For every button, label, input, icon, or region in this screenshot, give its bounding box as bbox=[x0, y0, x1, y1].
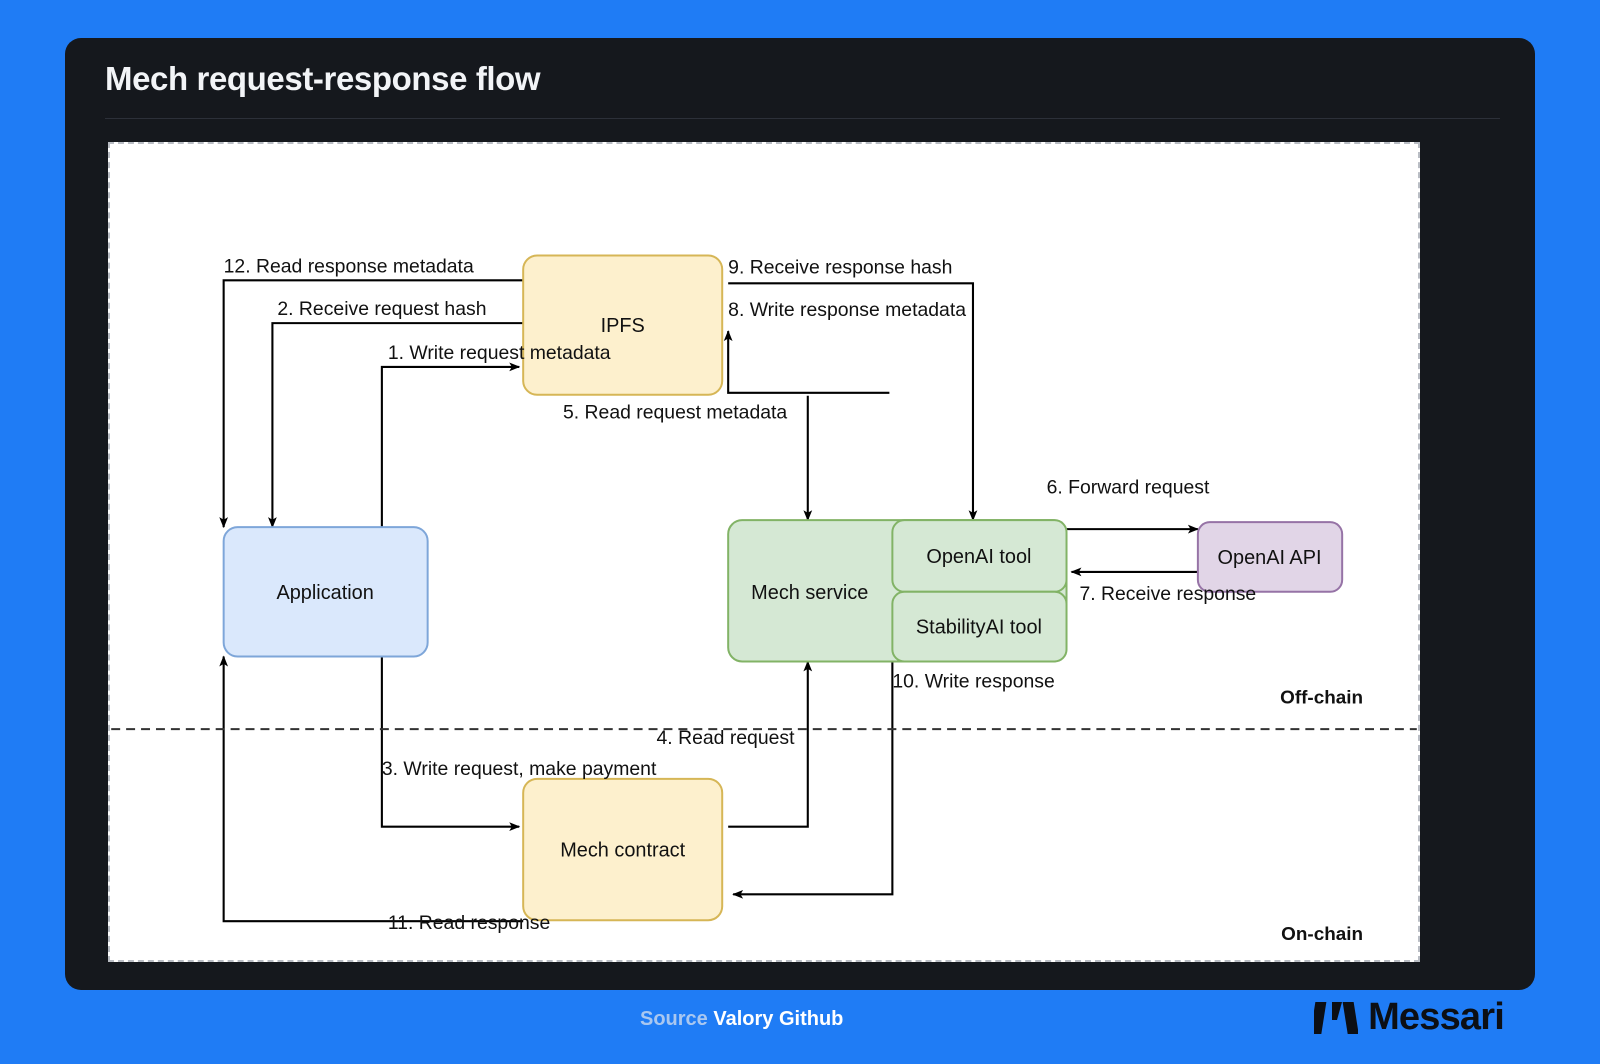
diagram-canvas: IPFS Application Mech service OpenAI too… bbox=[108, 142, 1420, 962]
edge-label-10: 10. Write response bbox=[892, 670, 1054, 692]
node-openai-tool[interactable]: OpenAI tool bbox=[891, 519, 1068, 593]
edge-label-2: 2. Receive request hash bbox=[277, 298, 486, 320]
page-title: Mech request-response flow bbox=[105, 60, 541, 97]
title-divider bbox=[105, 118, 1500, 119]
source-value: Valory Github bbox=[713, 1008, 844, 1030]
brand-lockup: Messari bbox=[1314, 996, 1505, 1039]
edge-label-12: 12. Read response metadata bbox=[224, 255, 474, 277]
node-label: Mech service bbox=[751, 582, 868, 604]
source-credit: Source Valory Github bbox=[640, 1008, 843, 1031]
node-stabilityai-tool[interactable]: StabilityAI tool bbox=[891, 590, 1068, 663]
messari-m-logo-icon bbox=[1314, 1001, 1359, 1034]
diagram-card: Mech request-response flow bbox=[65, 38, 1535, 990]
node-label: IPFS bbox=[601, 315, 645, 337]
node-ipfs[interactable]: IPFS bbox=[522, 254, 724, 396]
zone-label-offchain: Off-chain bbox=[1280, 687, 1363, 708]
edge-label-9: 9. Receive response hash bbox=[728, 256, 952, 278]
footer-bar: Source Valory Github Messari bbox=[0, 990, 1600, 1064]
edge-label-6: 6. Forward request bbox=[1047, 476, 1210, 498]
node-label: OpenAI tool bbox=[926, 546, 1031, 568]
node-label: Mech contract bbox=[560, 840, 685, 862]
flow-diagram-svg: IPFS Application Mech service OpenAI too… bbox=[111, 254, 1417, 945]
node-openai-api[interactable]: OpenAI API bbox=[1196, 521, 1344, 593]
edge-paths bbox=[219, 279, 1199, 923]
edge-label-5: 5. Read request metadata bbox=[563, 402, 787, 424]
node-label: Application bbox=[276, 582, 373, 604]
edge-label-4: 4. Read request bbox=[657, 727, 796, 749]
brand-name: Messari bbox=[1368, 996, 1505, 1038]
edge-labels: 12. Read response metadata 2. Receive re… bbox=[224, 255, 1257, 934]
node-label: StabilityAI tool bbox=[916, 617, 1042, 639]
edge-label-3: 3. Write request, make payment bbox=[382, 758, 657, 780]
edge-label-8: 8. Write response metadata bbox=[728, 299, 966, 321]
edge-label-11: 11. Read response bbox=[388, 912, 550, 934]
source-label: Source bbox=[640, 1008, 708, 1030]
node-label: OpenAI API bbox=[1218, 547, 1322, 569]
edge-label-1: 1. Write request metadata bbox=[388, 342, 611, 364]
node-application[interactable]: Application bbox=[222, 526, 429, 658]
node-mech-contract[interactable]: Mech contract bbox=[522, 777, 724, 922]
zone-label-onchain: On-chain bbox=[1281, 924, 1363, 945]
edge-label-7: 7. Receive response bbox=[1079, 583, 1256, 605]
